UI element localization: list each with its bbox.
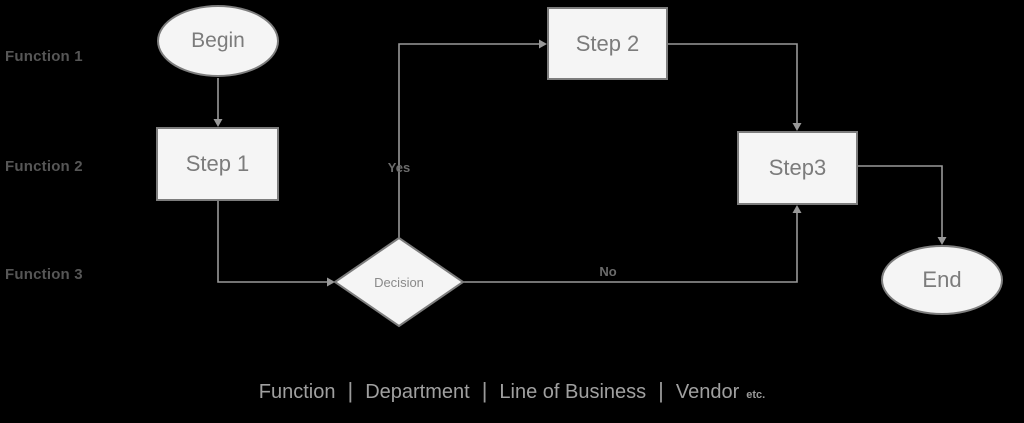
step1-node: Step 1 [156, 127, 279, 201]
edge-step2-step3 [668, 43, 798, 124]
edge-step1-decision [217, 201, 328, 283]
arrowhead-into-step2-left [539, 39, 547, 49]
arrowhead-into-step3-bottom [792, 205, 802, 213]
caption: Function | Department | Line of Business… [0, 378, 1024, 404]
decision-node-label: Decision [374, 274, 424, 290]
begin-node: Begin [157, 5, 279, 77]
caption-part-department: Department [365, 381, 470, 403]
caption-suffix-etc: etc. [746, 389, 766, 401]
lane-label-function-2: Function 2 [5, 158, 83, 175]
edge-decision-step2-yes [398, 43, 540, 238]
lane-label-function-1: Function 1 [5, 48, 83, 65]
step2-node: Step 2 [547, 7, 668, 80]
arrowhead-into-decision-left [327, 277, 335, 287]
caption-part-vendor: Vendor [675, 381, 740, 403]
arrowhead-into-step1-top [213, 119, 223, 127]
caption-part-function: Function [258, 381, 336, 403]
caption-separator: | [481, 378, 488, 403]
edge-decision-step3-no [463, 212, 798, 283]
caption-separator: | [658, 378, 664, 403]
step3-node: Step3 [737, 131, 858, 205]
edge-label-no: No [599, 263, 617, 279]
lane-label-function-3: Function 3 [5, 266, 83, 283]
caption-part-line-of-business: Line of Business [499, 381, 647, 403]
arrowhead-into-step3-top [792, 123, 802, 131]
edge-label-yes: Yes [387, 159, 411, 175]
arrowhead-into-end-top [937, 237, 947, 245]
caption-separator: | [347, 378, 354, 403]
decision-node-shape [333, 236, 465, 328]
end-node: End [881, 245, 1003, 315]
edge-step3-end [858, 165, 943, 238]
